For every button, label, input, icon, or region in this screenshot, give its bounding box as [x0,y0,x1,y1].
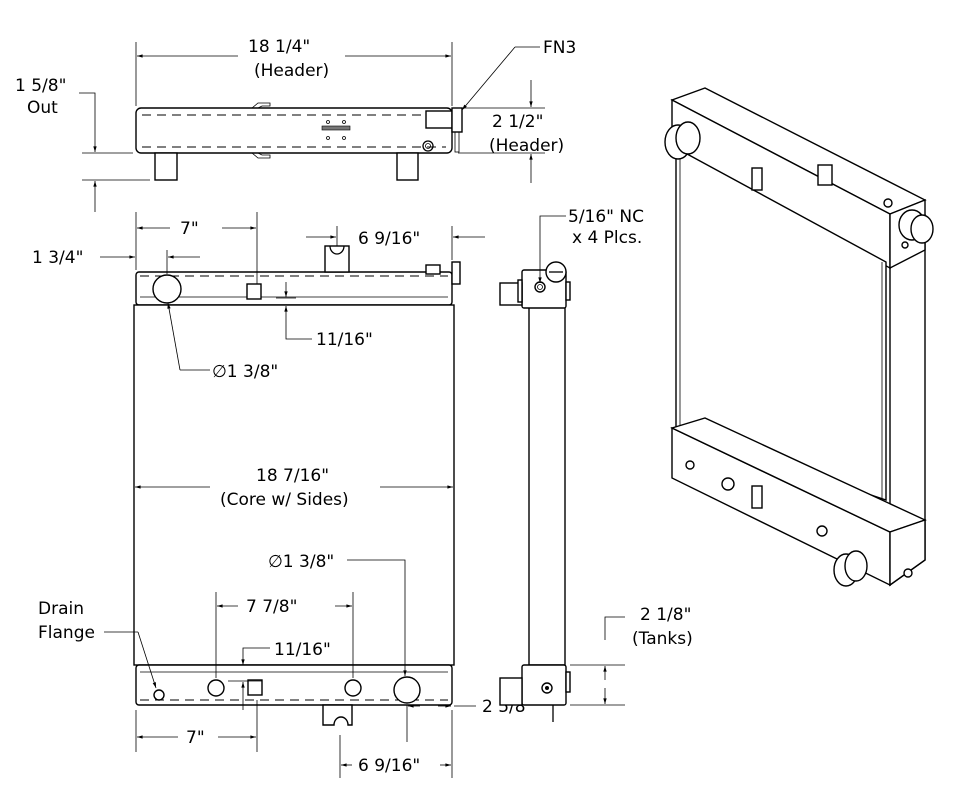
dim-bottom-bracket-offset: 6 9/16" [358,756,420,776]
drain-label-line2: Flange [38,623,95,643]
dim-outlet-height-note: Out [27,98,58,118]
dim-tank-height: 2 1/8" [640,605,691,625]
dim-bottom-outlet-height: 11/16" [274,640,331,660]
outlet-left [154,152,178,181]
dim-core-width: 18 7/16" [256,466,329,486]
dim-outlet-height: 1 5/8" [15,76,66,96]
dim-header-width: 18 1/4" [248,37,310,57]
dim-header-depth-note: (Header) [489,136,564,156]
dim-bottom-outlet-diameter: ∅1 3/8" [268,552,334,572]
core [133,304,455,666]
dim-inlet-edge-offset: 1 3/4" [32,248,83,268]
bottom-mount-bracket [322,704,353,726]
drain-label-line1: Drain [38,599,84,619]
top-mount-bracket [324,245,350,273]
thread-note-line1: 5/16" NC [568,207,644,227]
fn3-block [425,110,453,129]
drain-flange [153,689,165,701]
top-inlet [152,274,182,304]
center-bracket [321,125,351,131]
dim-top-inlet-height: 11/16" [316,330,373,350]
bottom-outlet [393,676,421,704]
dim-bottom-hole-spacing: 7 7/8" [246,597,297,617]
top-tank [135,271,453,306]
side-core [528,304,566,666]
dim-header-depth: 2 1/2" [492,112,543,132]
side-view: 5/16" NC x 4 Plcs. 2 1/8" (Tanks) [499,207,693,722]
dim-core-width-note: (Core w/ Sides) [220,490,349,510]
dim-bottom-offset-left: 7" [186,728,205,748]
dim-top-inlet-diameter: ∅1 3/8" [212,362,278,382]
feature-note-fn3: FN3 [543,38,576,58]
top-view: 18 1/4" (Header) FN3 1 5/8" Out 2 1/2" (… [15,37,576,212]
dim-top-bracket-offset: 6 9/16" [358,229,420,249]
dim-header-width-note: (Header) [254,61,329,81]
dim-top-inlet-offset: 7" [180,219,199,239]
isometric-view [664,87,934,587]
front-view: 7" 1 3/4" 6 9/16" 11/16" ∅1 3/8" 18 7/16… [32,212,533,778]
dim-tank-height-note: (Tanks) [632,629,693,649]
outlet-right [396,152,419,181]
thread-note-line2: x 4 Plcs. [572,228,642,248]
